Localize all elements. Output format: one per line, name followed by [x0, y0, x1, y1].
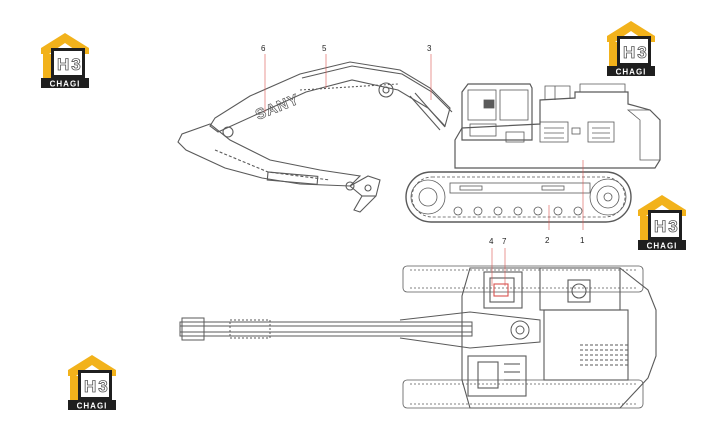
- engine-grille: [539, 121, 615, 143]
- chagi-logo: H3 CHAGI: [37, 30, 93, 90]
- logo-caption: CHAGI: [77, 402, 108, 411]
- boom: SANY: [209, 61, 453, 133]
- logo-mark: H3: [654, 217, 680, 236]
- boom-brand: SANY: [253, 91, 302, 124]
- top-view: [179, 265, 657, 409]
- callout-1: 1: [580, 236, 585, 245]
- bucket: [349, 175, 381, 213]
- chagi-logo: H3 CHAGI: [64, 352, 120, 412]
- top-callout-lines: [491, 248, 506, 286]
- logo-caption: CHAGI: [50, 80, 81, 89]
- logo-caption: CHAGI: [647, 242, 678, 251]
- side-callout-lines: [264, 54, 584, 230]
- logo-mark: H3: [623, 43, 649, 62]
- callout-3: 3: [427, 44, 432, 53]
- cab-top: [467, 355, 527, 397]
- top-track-upper: [402, 265, 644, 293]
- callout-6: 6: [261, 44, 266, 53]
- track-rollers: [453, 206, 583, 216]
- engine-vents-top: [580, 344, 630, 366]
- side-view: SANY: [177, 61, 661, 223]
- callout-5: 5: [322, 44, 327, 53]
- arm: [177, 123, 362, 191]
- logo-caption: CHAGI: [616, 68, 647, 77]
- handrail: [544, 83, 626, 100]
- component-4-7: [483, 271, 523, 309]
- logo-mark: H3: [57, 55, 83, 74]
- upper-structure: [454, 83, 661, 169]
- callouts: 6 5 3 2 1 4 7: [261, 44, 585, 246]
- operator-cab: [461, 83, 533, 143]
- callout-2: 2: [545, 236, 550, 245]
- top-upper-body: [461, 267, 657, 409]
- chagi-logo: H3 CHAGI: [634, 192, 690, 252]
- track-assembly: [405, 171, 632, 223]
- counterweight: [626, 109, 661, 161]
- top-boom: [179, 311, 541, 349]
- logo-mark: H3: [84, 377, 110, 396]
- callout-4: 4: [489, 237, 494, 246]
- chagi-logo: H3 CHAGI: [603, 18, 659, 78]
- callout-7: 7: [502, 237, 507, 246]
- top-track-lower: [402, 379, 644, 409]
